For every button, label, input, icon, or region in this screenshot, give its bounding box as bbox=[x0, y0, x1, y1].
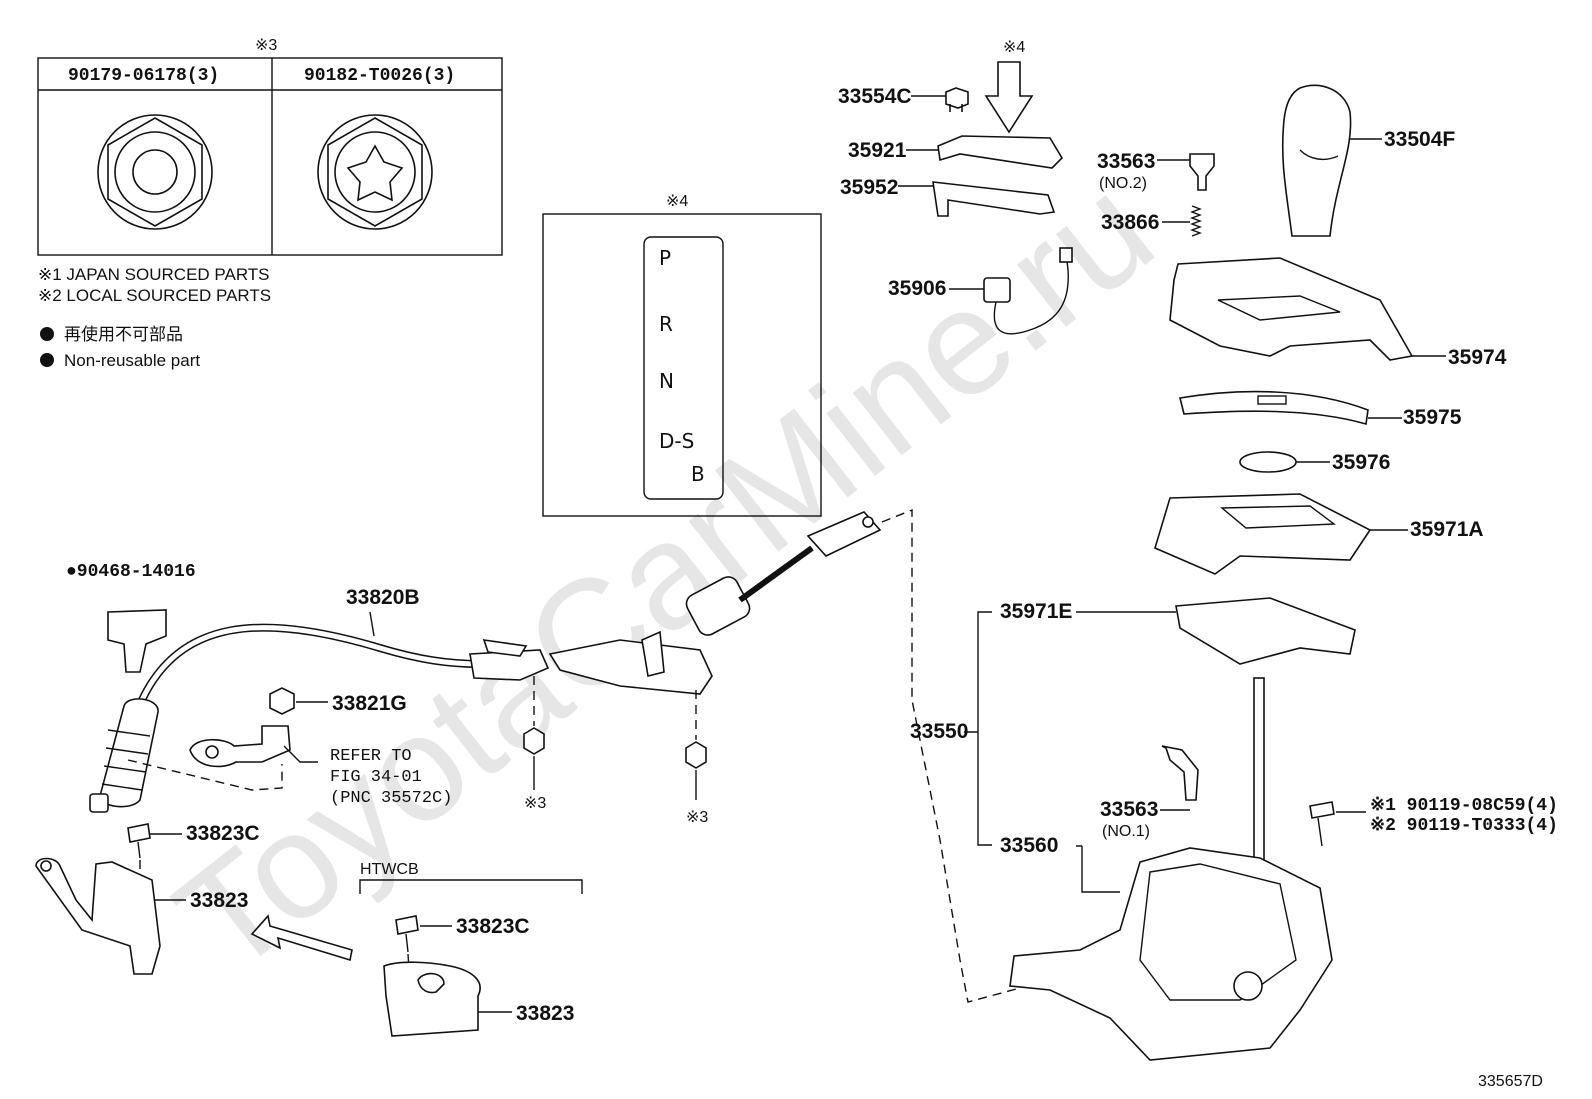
hex-nut-drawing bbox=[97, 114, 213, 230]
down-arrow-icon bbox=[984, 61, 1034, 134]
part-35974: 35974 bbox=[1169, 257, 1507, 369]
shift-gate-box: ※4 P R N D-S B bbox=[542, 193, 822, 517]
part-35952: 35952 bbox=[840, 176, 1056, 217]
label-35952: 35952 bbox=[840, 176, 898, 199]
part-33504F: 33504F bbox=[1281, 84, 1455, 237]
label-90468: ●90468-14016 bbox=[66, 562, 196, 582]
nonreuse-dot-icon bbox=[40, 327, 54, 341]
label-35971A: 35971A bbox=[1410, 518, 1484, 541]
label-bolt-1: ※1 90119-08C59(4) bbox=[1370, 796, 1558, 816]
part-33554C: 33554C bbox=[838, 85, 969, 112]
nonreuse-dot-icon bbox=[40, 353, 54, 367]
refer-line-3: (PNC 35572C) bbox=[330, 789, 452, 808]
legend-nonreuse-jp: 再使用不可部品 bbox=[64, 324, 183, 344]
part-33820B: 33820B bbox=[89, 511, 882, 813]
label-33554C: 33554C bbox=[838, 85, 912, 108]
label-33563-no1: 33563 bbox=[1100, 798, 1158, 821]
part-35971A: 35971A bbox=[1154, 493, 1484, 575]
part-33821G: 33821G bbox=[269, 687, 407, 715]
part-33823-a: 33823 bbox=[35, 857, 248, 975]
arrow-marker: ※4 bbox=[1003, 39, 1025, 56]
table-col1-header: 90179-06178(3) bbox=[68, 66, 219, 86]
legend-note-1: ※1 JAPAN SOURCED PARTS bbox=[38, 265, 270, 284]
label-35921: 35921 bbox=[848, 139, 907, 162]
label-bolt-2: ※2 90119-T0333(4) bbox=[1370, 816, 1558, 836]
label-33504F: 33504F bbox=[1384, 128, 1455, 151]
label-m3b: ※3 bbox=[686, 809, 708, 826]
part-35975: 35975 bbox=[1179, 390, 1462, 429]
label-33823C-b: 33823C bbox=[456, 915, 530, 938]
part-35921: 35921 bbox=[848, 135, 1064, 169]
gate-marker: ※4 bbox=[666, 193, 688, 210]
gate-r: R bbox=[659, 312, 673, 336]
label-33550: 33550 bbox=[910, 720, 968, 743]
fastener-table: ※3 90179-06178(3) 90182-T0026(3) bbox=[37, 37, 503, 256]
refer-line-1: REFER TO bbox=[330, 747, 412, 766]
legend-note-2: ※2 LOCAL SOURCED PARTS bbox=[38, 286, 271, 305]
label-33560: 33560 bbox=[1000, 834, 1058, 857]
label-htwcb: HTWCB bbox=[360, 861, 419, 878]
table-col2-header: 90182-T0026(3) bbox=[304, 66, 455, 86]
diagram-id: 335657D bbox=[1478, 1073, 1543, 1090]
direction-arrow-icon bbox=[250, 914, 353, 962]
gate-ds: D-S bbox=[659, 429, 694, 453]
label-no1: (NO.1) bbox=[1102, 823, 1150, 840]
label-35906: 35906 bbox=[888, 277, 946, 300]
label-35975: 35975 bbox=[1403, 406, 1462, 429]
gate-p: P bbox=[659, 246, 671, 270]
refer-line-2: FIG 34-01 bbox=[330, 768, 422, 787]
label-35971E: 35971E bbox=[1000, 600, 1072, 623]
label-33866: 33866 bbox=[1101, 211, 1159, 234]
label-35976: 35976 bbox=[1332, 451, 1390, 474]
table-marker: ※3 bbox=[255, 37, 277, 54]
label-33823-a: 33823 bbox=[190, 889, 248, 912]
part-bolt-90119: ※1 90119-08C59(4) ※2 90119-T0333(4) bbox=[1309, 796, 1558, 847]
part-90468-14016: ●90468-14016 bbox=[66, 562, 196, 673]
legend-nonreuse-en: Non-reusable part bbox=[64, 351, 200, 370]
nut-marker-b: ※3 bbox=[685, 690, 708, 826]
gate-b: B bbox=[691, 462, 705, 486]
part-35976: 35976 bbox=[1239, 451, 1390, 474]
nut-marker-a: ※3 bbox=[523, 676, 546, 812]
legend: ※1 JAPAN SOURCED PARTS ※2 LOCAL SOURCED … bbox=[38, 265, 271, 370]
htwcb-group: HTWCB 33823C 33823 bbox=[359, 861, 583, 1037]
refer-bracket: REFER TO FIG 34-01 (PNC 35572C) bbox=[127, 725, 452, 808]
part-33866: 33866 bbox=[1101, 205, 1202, 237]
lock-nut-drawing bbox=[317, 114, 433, 230]
label-35974: 35974 bbox=[1448, 346, 1507, 369]
label-33563-no2: 33563 bbox=[1097, 150, 1155, 173]
gate-n: N bbox=[659, 369, 674, 393]
label-m3a: ※3 bbox=[524, 795, 546, 812]
part-33563-no2: 33563 (NO.2) bbox=[1097, 150, 1215, 192]
label-33823-b: 33823 bbox=[516, 1002, 574, 1025]
label-no2: (NO.2) bbox=[1099, 175, 1147, 192]
part-35906: 35906 bbox=[888, 247, 1073, 335]
dashed-leader bbox=[881, 508, 1021, 1003]
label-33821G: 33821G bbox=[332, 692, 407, 715]
label-33823C-a: 33823C bbox=[186, 822, 260, 845]
label-33820B: 33820B bbox=[346, 586, 420, 609]
watermark: ToyotaCarMine.ru bbox=[146, 144, 1182, 1005]
part-group-33550: 35971E 33550 33563 (NO.1) 33560 bbox=[910, 597, 1356, 1061]
